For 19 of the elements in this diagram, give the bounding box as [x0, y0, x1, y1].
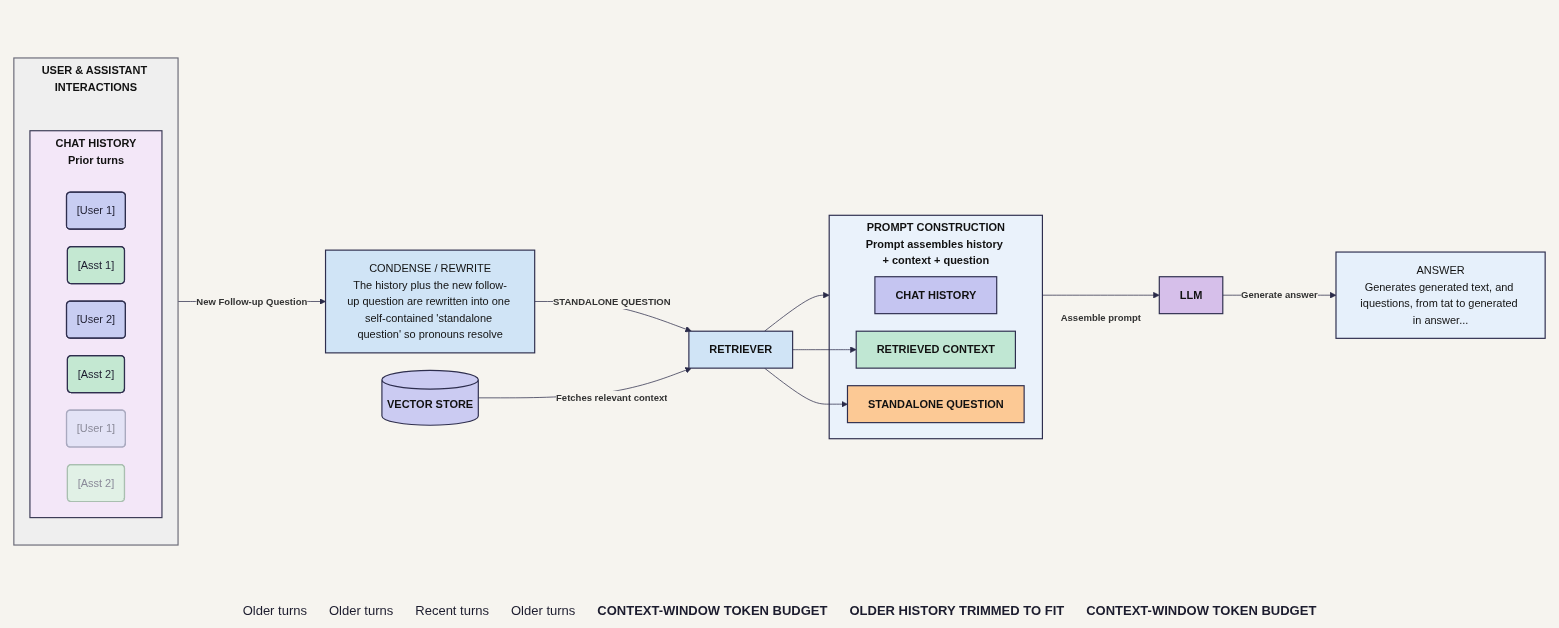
node-box: ANSWER Generates generated text, and iquestions, from tat to generated in answer...	[1335, 251, 1546, 339]
budget-label: CONTEXT-WINDOW TOKEN BUDGET	[1086, 603, 1317, 618]
edge-label: New Follow-up Question	[196, 295, 308, 307]
bracket-label: Recent turns	[415, 603, 489, 618]
bracket-label: Older turns	[511, 603, 576, 618]
edge-label: Assemble prompt	[1060, 312, 1142, 324]
node-box: CHAT HISTORY	[874, 276, 998, 315]
bracket-label: Older turns	[328, 603, 394, 618]
edge-label: STANDALONE QUESTION	[552, 295, 671, 307]
budget-label: CONTEXT-WINDOW TOKEN BUDGET	[597, 603, 828, 618]
edge-label: Generate answer	[1241, 289, 1318, 301]
trim-note: OLDER HISTORY TRIMMED TO FIT	[849, 603, 1065, 618]
node-box: STANDALONE QUESTION	[846, 385, 1025, 424]
node-box: LLM	[1158, 276, 1224, 315]
node-box: RETRIEVER	[688, 330, 794, 369]
bracket-label: Older turns	[242, 603, 307, 618]
edge-label: Fetches relevant context	[556, 392, 668, 404]
node-box: RETRIEVED CONTEXT	[855, 330, 1016, 369]
node-box: CONDENSE / REWRITE The history plus the new follow-up question are rewritten into one self-contained 'standalone question' so pronouns resolve	[324, 249, 536, 354]
